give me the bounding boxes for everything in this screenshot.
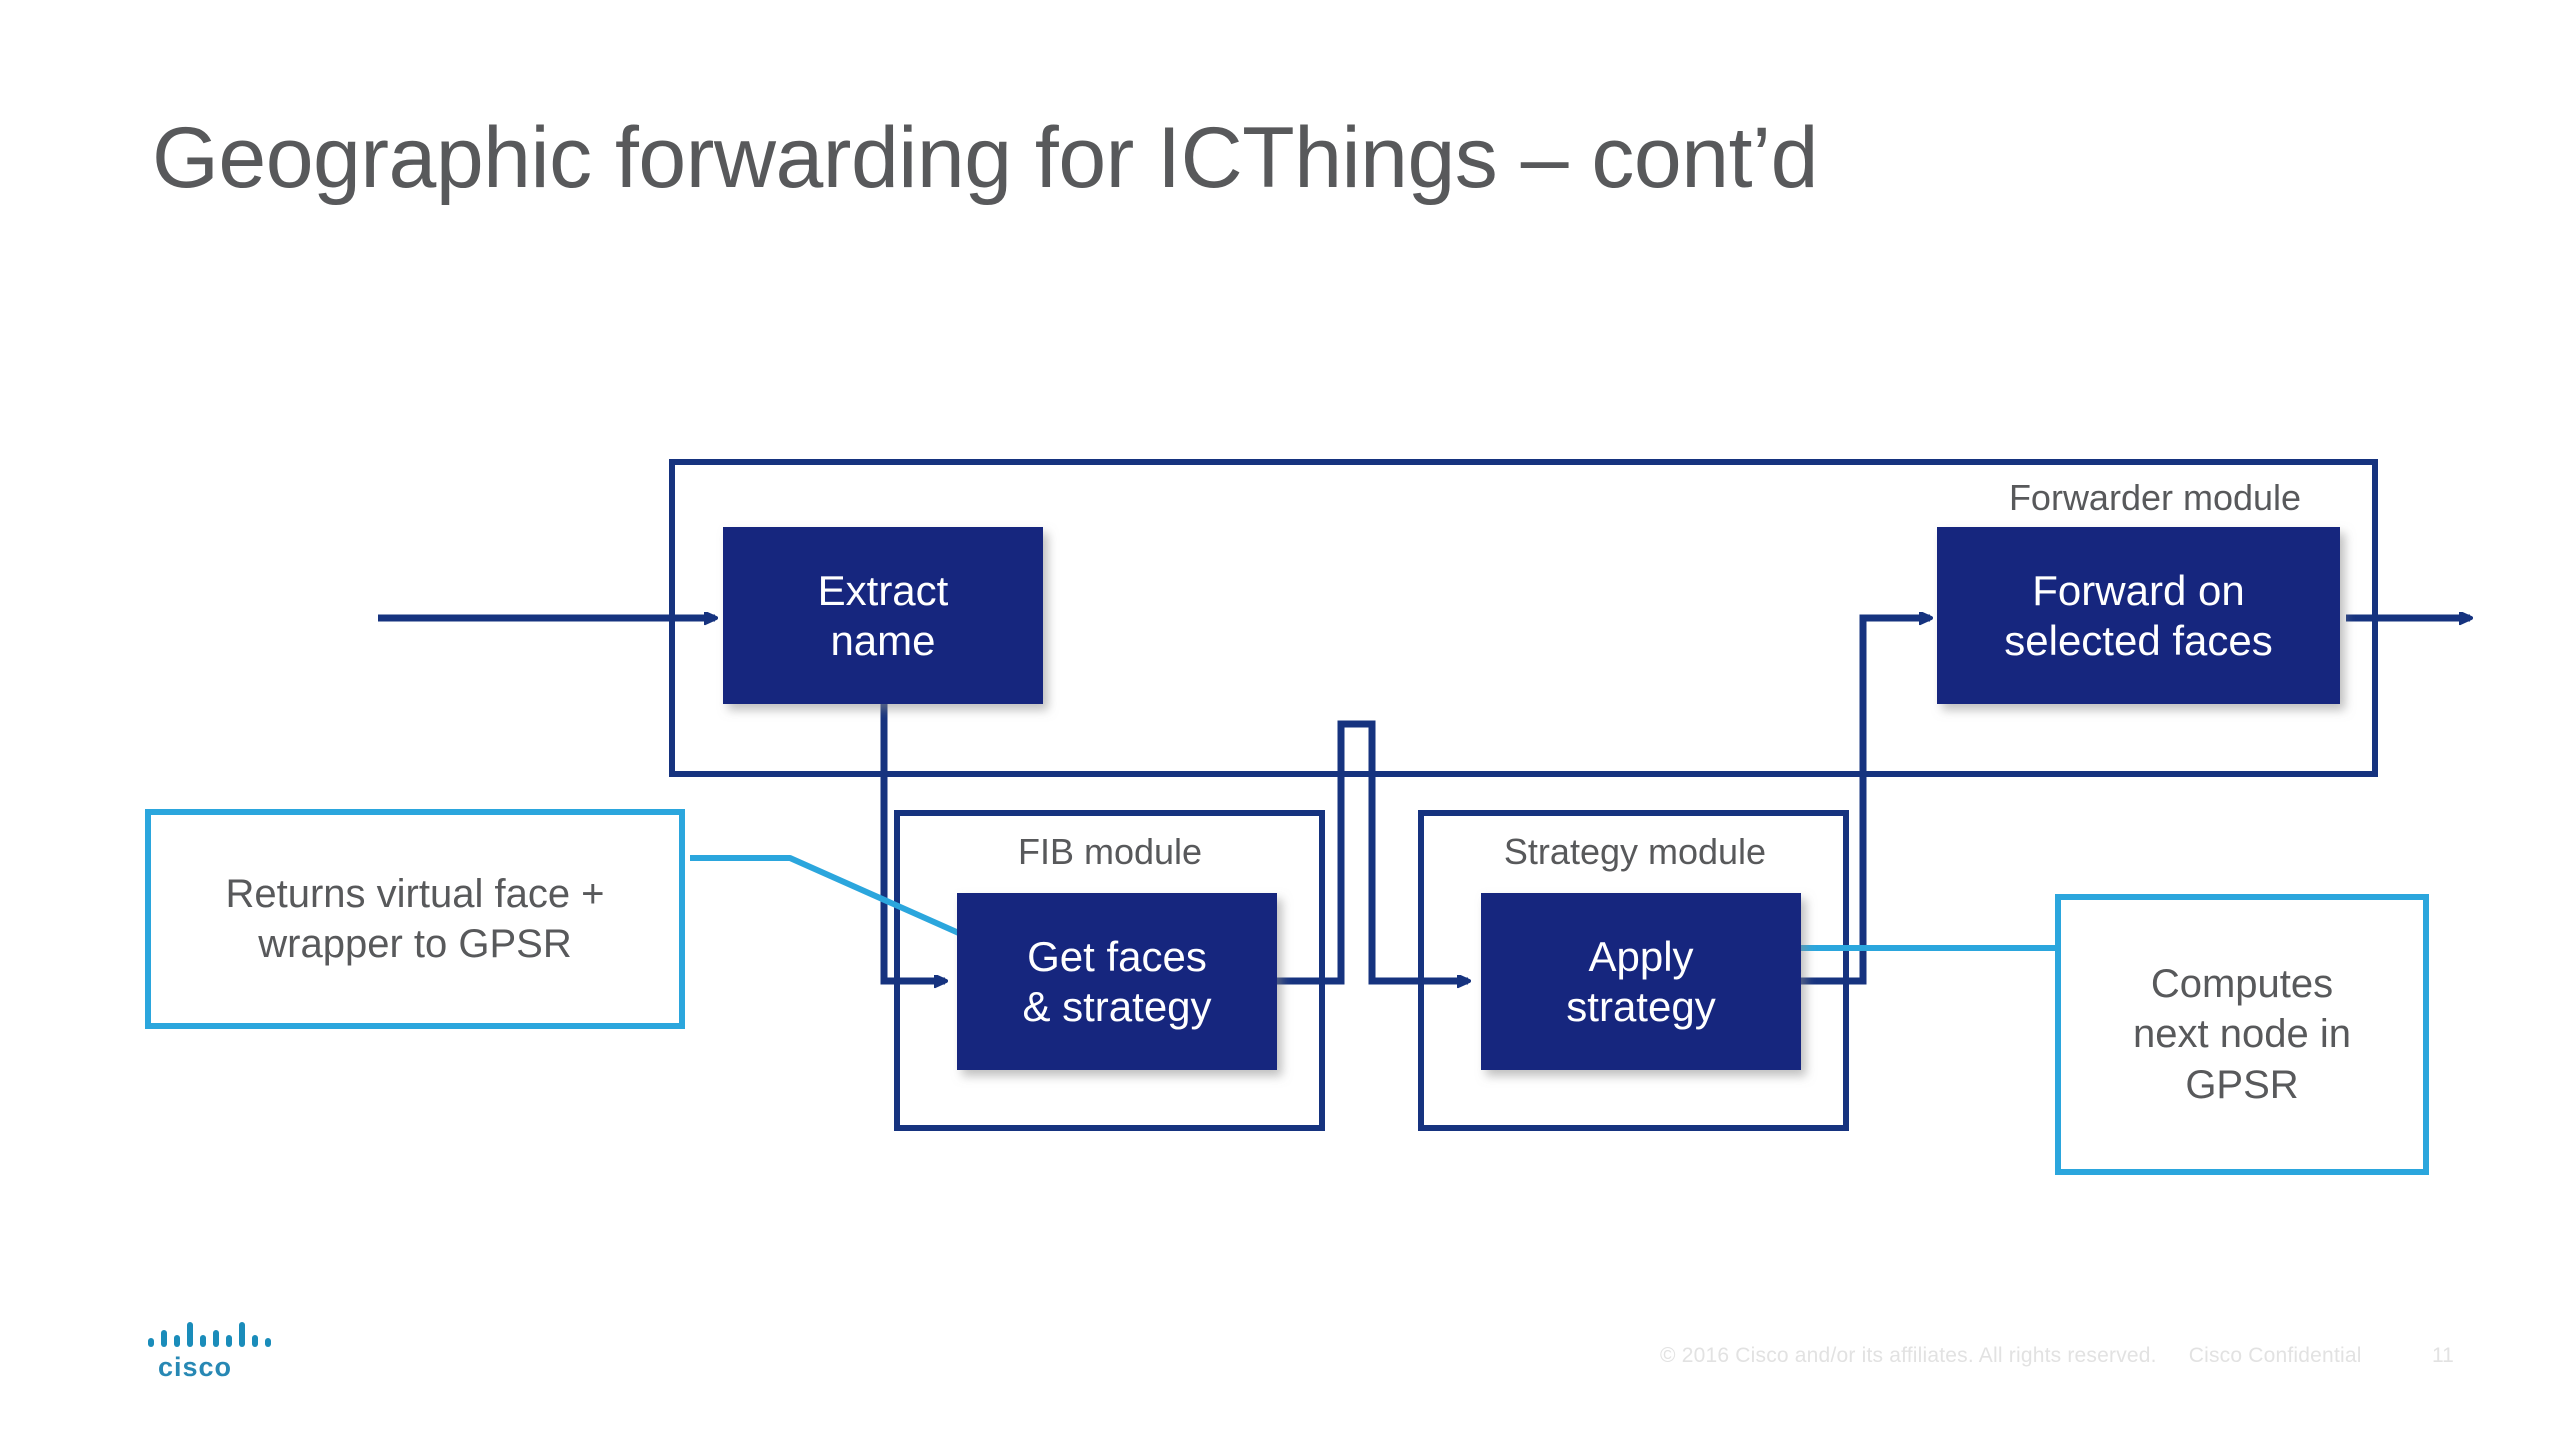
callout-label-computes-next-node: Computes next node in GPSR xyxy=(2133,961,2351,1107)
module-label-fib: FIB module xyxy=(1017,831,1203,872)
page-title: Geographic forwarding for ICThings – con… xyxy=(152,110,1818,206)
connector-extract-to-getfaces xyxy=(880,704,945,981)
leader-line-returns-virtual-face xyxy=(690,855,972,941)
node-label-apply-strategy: Apply strategy xyxy=(1566,932,1716,1030)
node-label-forward-faces: Forward on selected faces xyxy=(2004,566,2273,664)
node-label-extract-name: Extract name xyxy=(817,566,949,664)
connector-applystrategy-to-forward xyxy=(1795,618,1930,985)
cisco-logo-wordmark: cisco xyxy=(158,1352,232,1380)
footer-confidentiality: Cisco Confidential xyxy=(2188,1344,2362,1367)
node-label-get-faces: Get faces & strategy xyxy=(1022,932,1212,1030)
footer-page-number: 11 xyxy=(2432,1344,2454,1367)
footer-copyright-text: © 2016 Cisco and/or its affiliates. All … xyxy=(1660,1344,2157,1367)
module-label-strategy: Strategy module xyxy=(1503,831,1767,872)
connector-getfaces-to-applystrategy xyxy=(1272,720,1468,981)
cisco-logo: cisco xyxy=(146,1318,276,1382)
footer-copyright: © 2016 Cisco and/or its affiliates. All … xyxy=(1660,1344,2388,1368)
cisco-logo-bars xyxy=(148,1322,271,1347)
module-label-forwarder: Forwarder module xyxy=(2008,477,2302,518)
callout-label-returns-virtual-face: Returns virtual face + wrapper to GPSR xyxy=(225,871,605,966)
